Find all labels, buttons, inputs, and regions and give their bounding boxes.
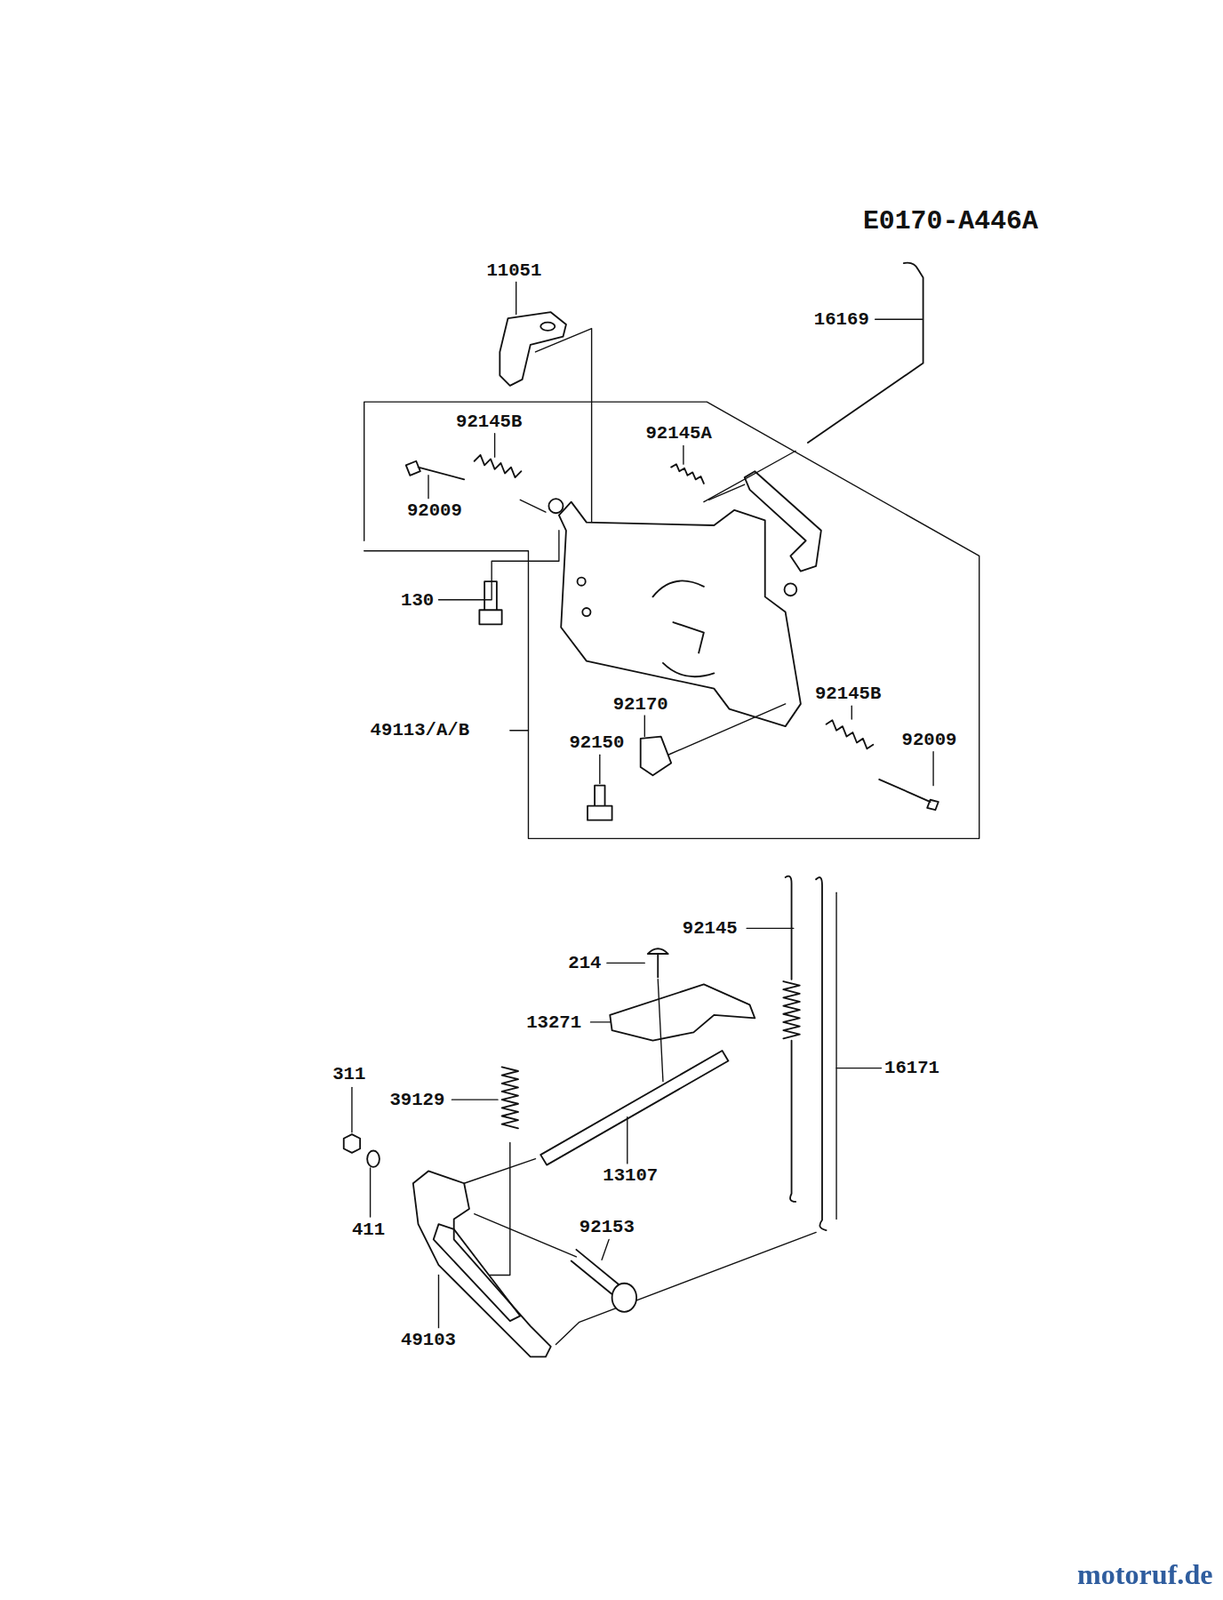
assembly-line — [489, 1142, 511, 1275]
lever-pin — [784, 583, 798, 596]
leader-line — [626, 1117, 628, 1168]
assembly-outline — [364, 401, 980, 839]
leader-line — [515, 281, 517, 315]
callout-number: 39129 — [388, 1088, 446, 1112]
spring-part — [474, 455, 522, 478]
lever-slot — [433, 1223, 521, 1321]
washer-part — [367, 1151, 380, 1168]
callout-number: 130 — [399, 588, 435, 611]
callout-number: 92153 — [578, 1215, 636, 1239]
spring-part — [671, 463, 704, 484]
callout-number: 214 — [567, 951, 602, 975]
assembly-line — [668, 703, 786, 755]
leader-line — [607, 962, 645, 964]
callout-number: 92009 — [900, 727, 958, 751]
plate-pin — [548, 498, 563, 513]
assembly-line — [519, 499, 546, 512]
screw-part — [647, 948, 669, 977]
callout-number: 16169 — [813, 308, 871, 331]
leader-line — [451, 1098, 498, 1100]
leader-line — [836, 1067, 881, 1069]
bolt-head — [612, 1283, 638, 1312]
callout-number: 16171 — [883, 1056, 941, 1080]
leader-line — [351, 1087, 352, 1132]
leader-line — [494, 433, 496, 457]
leader-line — [438, 1275, 440, 1330]
screw-part — [879, 779, 939, 810]
assembly-line — [555, 1231, 816, 1344]
plate-part — [609, 983, 755, 1040]
callout-number: 92145 — [681, 917, 739, 940]
assembly-line — [657, 979, 664, 1082]
assembly-line — [535, 328, 592, 531]
callout-number: 11051 — [485, 258, 543, 281]
callout-number: 92170 — [612, 692, 670, 715]
assembly-line — [474, 1214, 577, 1257]
leader-line — [644, 714, 646, 736]
nut-part — [343, 1134, 360, 1153]
leader-line — [601, 1238, 609, 1260]
rod-part — [807, 263, 924, 443]
leader-line — [427, 475, 429, 501]
leader-line — [369, 1167, 371, 1217]
assembly-line — [709, 484, 745, 500]
leader-line — [851, 705, 853, 720]
leader-line — [510, 729, 529, 731]
leader-line — [438, 530, 559, 600]
callout-number: 49103 — [399, 1327, 457, 1351]
bracket-line — [835, 892, 837, 1219]
clip-part — [640, 736, 672, 776]
callout-number: 92145B — [814, 682, 883, 705]
leader-line — [875, 319, 923, 320]
control-plate — [559, 502, 801, 727]
callout-number: 92009 — [406, 498, 464, 521]
shaft-part — [540, 1050, 728, 1166]
leader-line — [746, 927, 794, 929]
bolt-part — [479, 581, 502, 624]
leader-line — [599, 754, 600, 784]
callout-number: 49113/A/B — [368, 719, 471, 742]
figure-code: E0170-A446A — [862, 206, 1040, 237]
bolt-part — [587, 785, 613, 821]
plate-hole — [582, 607, 591, 616]
plate-hole — [577, 577, 586, 586]
callout-number: 311 — [331, 1063, 367, 1086]
callout-number: 92150 — [567, 731, 625, 754]
callout-number: 92145B — [455, 409, 524, 432]
callout-number: 13107 — [601, 1163, 659, 1186]
callout-number: 411 — [351, 1217, 386, 1240]
spring-part — [783, 981, 800, 1039]
rod-part — [785, 876, 796, 1202]
leader-line — [932, 751, 934, 786]
plate-slots — [652, 580, 714, 677]
spring-part — [826, 719, 874, 749]
lever-part — [744, 471, 822, 571]
bracket-part — [499, 311, 567, 386]
callout-number: 92145A — [644, 422, 713, 445]
spring-part — [502, 1066, 519, 1128]
assembly-line — [463, 1159, 536, 1184]
leader-line — [682, 446, 684, 465]
screw-part — [406, 461, 464, 480]
bracket-hole — [540, 322, 555, 331]
watermark: motoruf.de — [1076, 1558, 1215, 1592]
assembly-line — [703, 450, 796, 502]
leader-line — [590, 1021, 612, 1023]
callout-number: 13271 — [525, 1010, 583, 1033]
rod-part — [815, 877, 826, 1231]
